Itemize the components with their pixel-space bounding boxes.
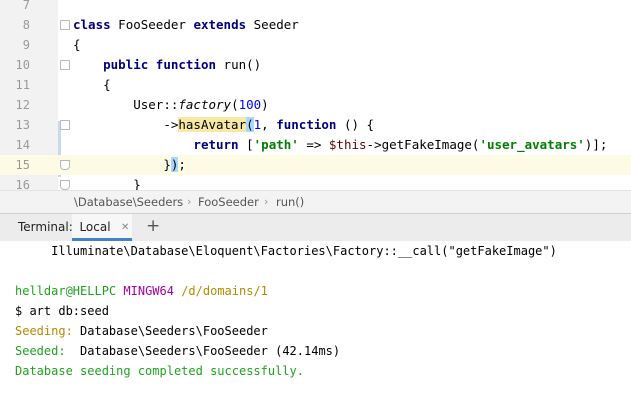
keyword: return — [193, 137, 239, 152]
keyword: extends — [193, 17, 247, 32]
line-number: 9 — [22, 38, 30, 52]
arrow: -> — [163, 117, 179, 132]
string-literal: 'path' — [253, 137, 299, 152]
code-line[interactable]: 16 } — [0, 175, 631, 190]
space — [148, 57, 156, 72]
line-number: 16 — [15, 178, 30, 190]
breadcrumb-class[interactable]: FooSeeder — [198, 195, 259, 209]
line-number: 8 — [22, 18, 30, 32]
code-line[interactable]: 12 User::factory(100) — [0, 95, 631, 115]
seeding-line: Seeding: Database\Seeders\FooSeeder — [15, 321, 268, 341]
closure-signature: () { — [336, 117, 375, 132]
paren: ( — [231, 97, 239, 112]
seeding-label: Seeding: — [15, 324, 73, 338]
indent — [73, 137, 193, 152]
breadcrumb-namespace[interactable]: \Database\Seeders — [74, 195, 184, 209]
code-line[interactable]: 10 public function run() — [0, 55, 631, 75]
keyword: function — [155, 57, 217, 72]
code-line[interactable]: 11 { — [0, 75, 631, 95]
current-path: /d/domains/1 — [181, 284, 268, 298]
string-literal: 'user_avatars' — [479, 137, 585, 152]
chevron-right-icon: › — [264, 195, 269, 208]
class-ref: User:: — [133, 97, 179, 112]
code-line[interactable]: 8 class FooSeeder extends Seeder — [0, 15, 631, 35]
seeding-value: Database\Seeders\FooSeeder — [72, 324, 268, 338]
paren: ) — [170, 157, 179, 172]
fold-marker-icon[interactable] — [60, 20, 70, 30]
chevron-right-icon: › — [187, 195, 192, 208]
code-editor[interactable]: 7 8 class FooSeeder extends Seeder 9 { 1… — [0, 0, 631, 190]
fold-marker-icon[interactable] — [60, 160, 70, 170]
change-marker — [58, 121, 61, 177]
terminal-label: Terminal: — [18, 220, 73, 234]
line-number: 15 — [15, 158, 30, 172]
fold-marker-icon[interactable] — [60, 120, 70, 130]
method-name: hasAvatar — [178, 117, 247, 132]
tab-local[interactable]: Local — [72, 214, 132, 241]
bracket: )]; — [584, 137, 608, 152]
method-signature: run() — [216, 57, 262, 72]
indent — [73, 57, 103, 72]
indent — [73, 97, 133, 112]
terminal-output[interactable]: Illuminate\Database\Eloquent\Factories\F… — [0, 241, 631, 404]
semicolon: ; — [178, 157, 186, 172]
line-number: 10 — [15, 58, 30, 72]
code-line[interactable]: 14 return ['path' => $this->getFakeImage… — [0, 135, 631, 155]
error-trace-line: Illuminate\Database\Eloquent\Factories\F… — [15, 244, 557, 258]
success-message: Database seeding completed successfully. — [15, 364, 304, 378]
brace: } — [73, 177, 141, 190]
paren: ( — [246, 117, 254, 132]
line-number: 7 — [22, 0, 30, 12]
code-line[interactable]: 9 { — [0, 35, 631, 55]
breadcrumb: \Database\Seeders › FooSeeder › run() — [0, 190, 631, 213]
current-code-line[interactable]: 15 }); — [0, 155, 631, 175]
line-number: 14 — [15, 138, 30, 152]
close-icon[interactable]: ✕ — [121, 222, 130, 233]
comma: , — [261, 117, 277, 132]
line-number: 11 — [15, 78, 30, 92]
keyword: public — [103, 57, 149, 72]
seeded-value: Database\Seeders\FooSeeder (42.14ms) — [65, 344, 341, 358]
code-line[interactable]: 7 — [0, 0, 631, 15]
keyword: function — [276, 117, 337, 132]
class-name: FooSeeder — [110, 17, 194, 32]
brace: { — [73, 77, 111, 92]
line-number: 12 — [15, 98, 30, 112]
seeded-line: Seeded: Database\Seeders\FooSeeder (42.1… — [15, 341, 340, 361]
method-name: factory — [178, 97, 232, 112]
brace: { — [73, 37, 81, 52]
paren: ) — [261, 97, 269, 112]
prompt-header-line: helldar@HELLPC MINGW64 /d/domains/1 — [15, 281, 268, 301]
breadcrumb-method[interactable]: run() — [276, 195, 305, 209]
code-line[interactable]: 13 ->hasAvatar(1, function () { — [0, 115, 631, 135]
indent — [73, 117, 163, 132]
method-call: ->getFakeImage( — [366, 137, 480, 152]
arrow: => — [298, 137, 329, 152]
user-host: helldar@HELLPC — [15, 284, 117, 298]
terminal-tab-bar: Terminal: Local ✕ + — [0, 213, 631, 242]
number-literal: 100 — [238, 97, 262, 112]
keyword: class — [73, 17, 111, 32]
tab-label: Local — [79, 220, 111, 234]
fold-marker-icon[interactable] — [60, 60, 70, 70]
shell-env: MINGW64 — [123, 284, 174, 298]
number-literal: 1 — [253, 117, 262, 132]
variable: $this — [328, 137, 367, 152]
command-line: $ art db:seed — [15, 304, 109, 318]
brace: } — [163, 157, 171, 172]
indent — [73, 157, 163, 172]
parent-class: Seeder — [246, 17, 299, 32]
fold-marker-icon[interactable] — [60, 180, 70, 190]
add-tab-button[interactable]: + — [146, 216, 161, 236]
seeded-label: Seeded: — [15, 344, 66, 358]
bracket: [ — [238, 137, 254, 152]
line-number: 13 — [15, 118, 30, 132]
